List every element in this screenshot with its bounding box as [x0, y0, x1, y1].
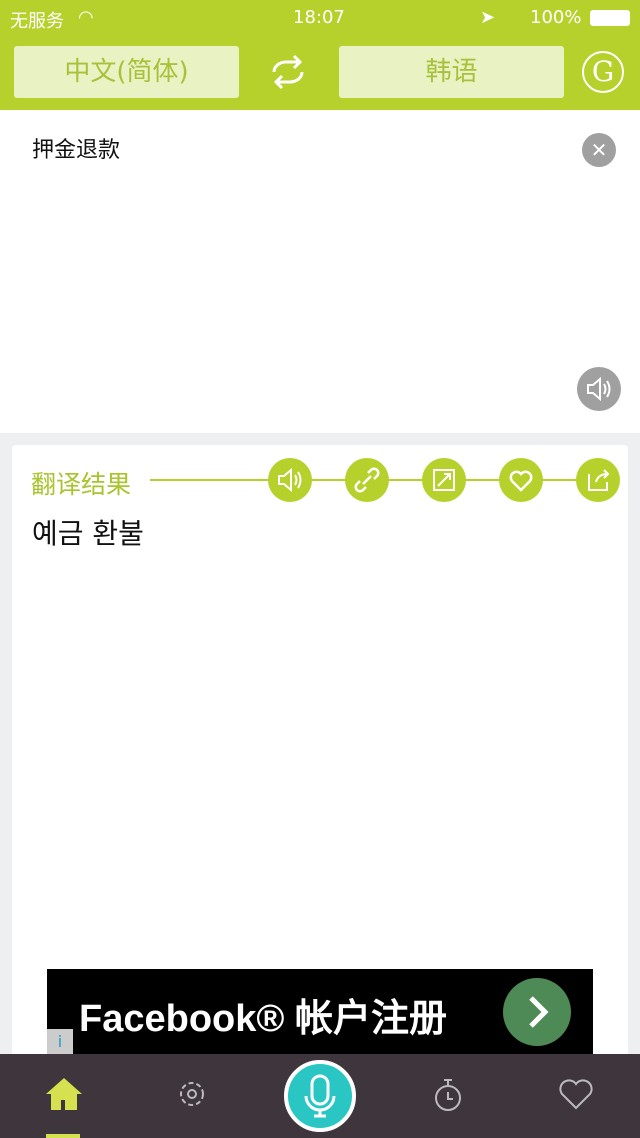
wifi-icon: ◠ [78, 7, 94, 28]
swap-languages-icon[interactable] [266, 50, 310, 94]
battery-icon [590, 10, 630, 26]
favorites-icon[interactable] [556, 1074, 596, 1114]
target-language-button[interactable]: 韩语 [339, 46, 564, 98]
link-icon[interactable] [345, 458, 389, 502]
chevron-right-icon[interactable] [503, 978, 571, 1046]
input-text[interactable]: 押金退款 [32, 138, 121, 163]
source-language-button[interactable]: 中文(简体) [14, 46, 239, 98]
microphone-button[interactable] [284, 1060, 356, 1132]
active-tab-indicator [46, 1134, 80, 1138]
top-bar: 无服务 ◠ 18:07 ➤ 100% 中文(简体) 韩语 G [0, 0, 640, 110]
history-timer-icon[interactable] [428, 1074, 468, 1114]
time: 18:07 [293, 7, 345, 28]
result-label: 翻译结果 [31, 465, 140, 501]
home-icon[interactable] [44, 1074, 84, 1114]
result-text: 예금 환불 [32, 517, 144, 550]
location-icon: ➤ [480, 7, 496, 28]
settings-icon[interactable] [172, 1074, 212, 1114]
favorite-icon[interactable] [499, 458, 543, 502]
carrier: 无服务 [10, 11, 64, 32]
battery-percent: 100% [530, 7, 582, 28]
ad-banner[interactable]: Facebook® 帐户注册 [47, 969, 593, 1054]
share-icon[interactable] [576, 458, 620, 502]
google-translate-button[interactable]: G [582, 51, 624, 93]
ad-text: Facebook® 帐户注册 [79, 998, 447, 1040]
clear-icon[interactable]: ✕ [582, 133, 616, 167]
input-speaker-icon[interactable] [577, 367, 621, 411]
input-panel[interactable]: 押金退款 [0, 110, 640, 433]
status-bar: 无服务 ◠ 18:07 ➤ 100% [0, 0, 640, 36]
result-speaker-icon[interactable] [268, 458, 312, 502]
ad-info-icon[interactable]: i [47, 1029, 73, 1054]
fullscreen-icon[interactable] [422, 458, 466, 502]
